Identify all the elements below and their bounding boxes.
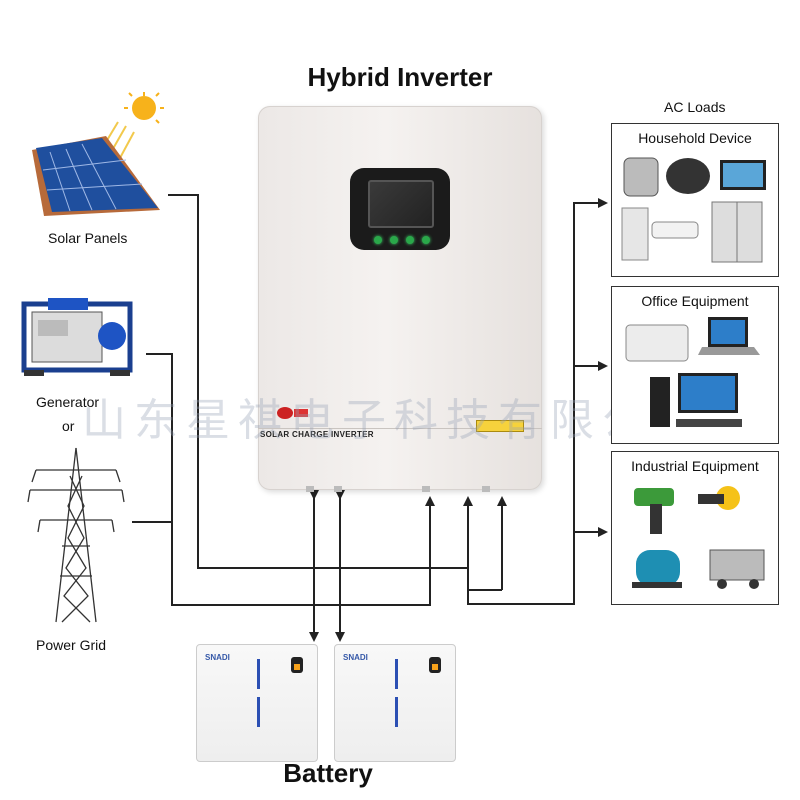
control-button-1 [374,236,382,244]
loads-line [467,198,608,605]
panel-seam [258,428,542,429]
terminal-ports [306,486,490,492]
battery-unit-2: SNADI [334,644,456,762]
power-grid-image [26,446,126,626]
office-devices-icon [625,317,760,427]
brand-logo-icon [277,407,308,419]
battery-1-indicator-top [257,659,260,689]
control-button-4 [422,236,430,244]
industrial-tools-icon [632,486,765,589]
household-appliances-icon [621,157,766,263]
office-equipment-box: Office Equipment [611,286,779,444]
solar-panel-icon [32,92,164,216]
ac-loads-heading: AC Loads [664,99,726,115]
industrial-equipment-label: Industrial Equipment [631,458,759,474]
generator-image [18,290,138,380]
lcd-screen [368,180,434,228]
inverter-model-label: SOLAR CHARGE INVERTER [260,430,374,439]
display-panel [350,168,450,250]
battery-2-indicator-bottom [395,697,398,727]
industrial-equipment-box: Industrial Equipment [611,451,779,605]
transmission-tower-icon [27,447,125,623]
solar-panels-label: Solar Panels [48,230,128,246]
battery-label: Battery [283,758,373,788]
diagram-title: Hybrid Inverter [307,62,493,92]
office-equipment-label: Office Equipment [641,293,749,309]
generator-or-label: or [62,418,75,434]
battery-2-indicator-top [395,659,398,689]
control-button-3 [406,236,414,244]
battery-brand-2: SNADI [343,653,368,662]
hybrid-inverter-unit: SOLAR CHARGE INVERTER [258,106,542,492]
household-device-label: Household Device [638,130,752,146]
battery-2-level-icon [429,657,441,673]
battery-unit-1: SNADI [196,644,318,762]
battery-brand-1: SNADI [205,653,230,662]
generator-line [146,353,435,606]
battery-1-indicator-bottom [257,697,260,727]
inverter-logo [276,406,310,422]
battery-1-level-icon [291,657,303,673]
company-watermark: 山东星祺电子科技有限公司 [82,395,706,446]
power-grid-label: Power Grid [36,637,107,653]
solar-line [168,194,473,569]
generator-icon [21,298,133,376]
warning-sticker [476,420,524,432]
solar-panel-image [26,92,166,218]
household-device-box: Household Device [611,123,779,277]
control-button-2 [390,236,398,244]
generator-label: Generator [36,394,100,410]
